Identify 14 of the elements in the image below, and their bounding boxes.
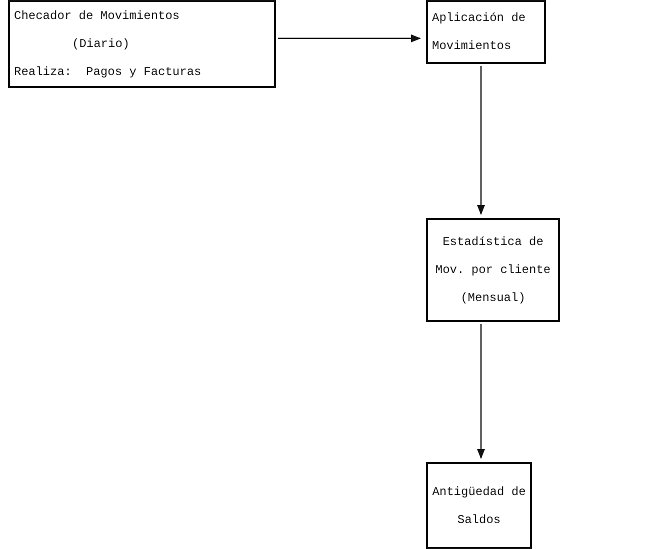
arrow [477, 66, 485, 215]
arrow [278, 34, 421, 42]
box-text: (Mensual) [460, 290, 526, 307]
box-text: Aplicación de Movimientos [432, 10, 527, 55]
process-box [8, 0, 276, 88]
process-box [426, 0, 546, 64]
box-text: Realiza: Pagos y Facturas [14, 64, 202, 81]
process-box [426, 462, 532, 549]
box-text: Checador de Movimientos [14, 8, 181, 25]
arrow [477, 324, 485, 459]
box-text: (Diario) [71, 36, 131, 53]
box-text: Estadística de Mov. por cliente [434, 234, 552, 279]
process-box [426, 218, 560, 322]
box-text: Antigüedad de Saldos [432, 484, 526, 528]
